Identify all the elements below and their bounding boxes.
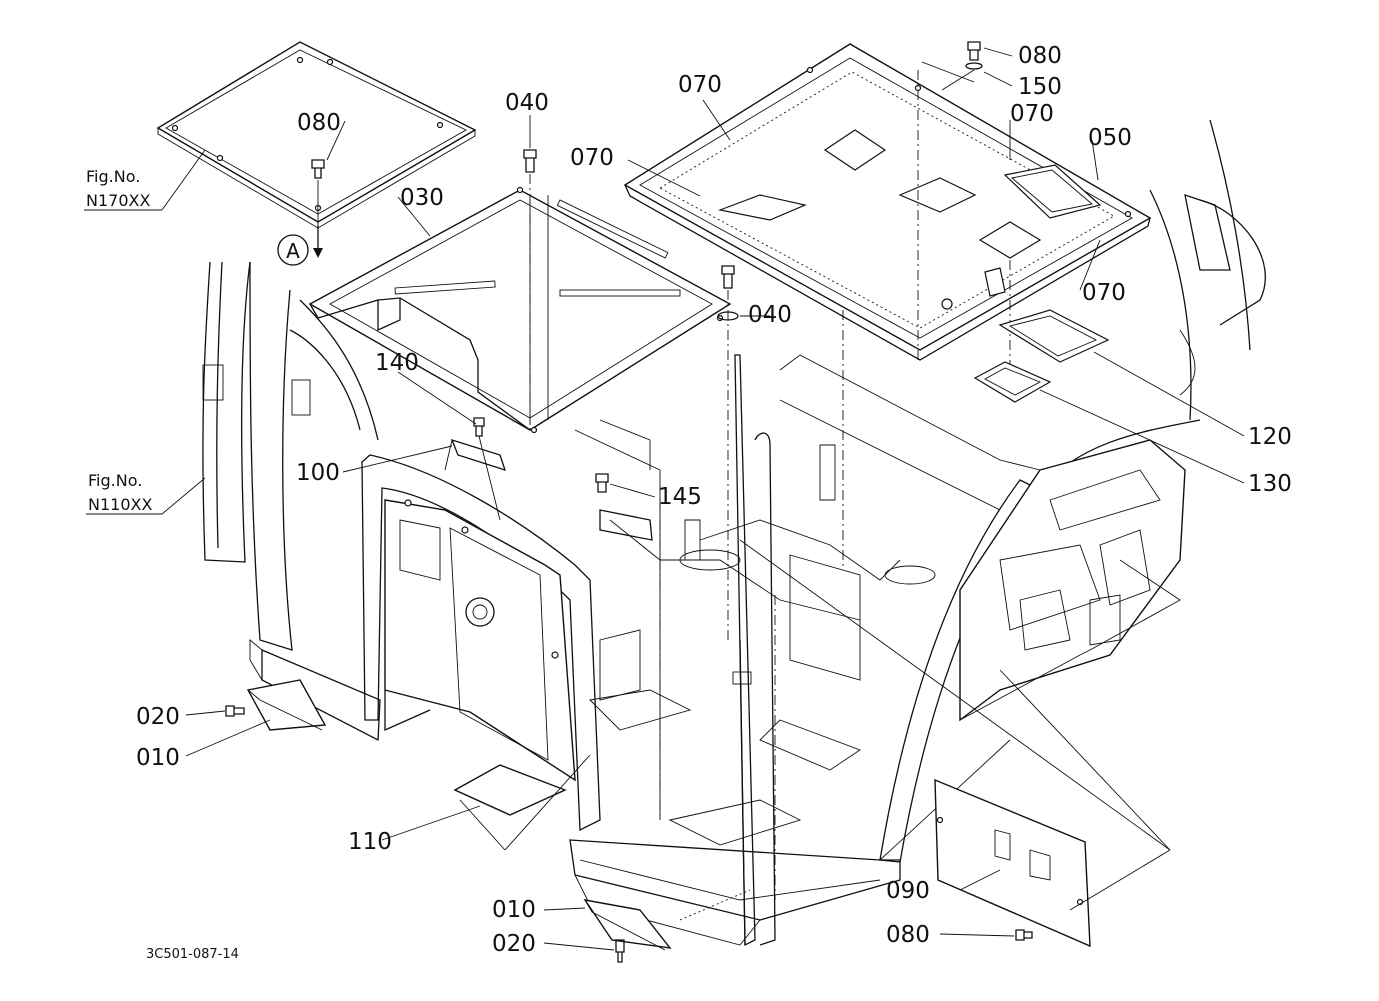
label-050: 050 (1088, 125, 1132, 151)
step-plate-010-bottom (583, 899, 672, 951)
floor-mat-110 (453, 754, 591, 851)
seal-130 (973, 361, 1052, 403)
figure-ref-line2: N110XX (88, 495, 152, 514)
figure-ref-n110xx: Fig.No. N110XX (86, 471, 206, 515)
step-plate-010-left (246, 679, 327, 731)
label-020: 020 (136, 704, 180, 730)
figure-ref-n170xx: Fig.No. N170XX (84, 149, 206, 211)
label-150: 150 (1018, 74, 1062, 100)
bolt-145 (595, 473, 653, 541)
label-145: 145 (658, 484, 702, 510)
label-010: 010 (492, 897, 536, 923)
part-labels: 080 030 040 070 070 080 150 070 050 070 … (136, 43, 1292, 957)
figure-ref-line2: N170XX (86, 191, 150, 210)
label-100: 100 (296, 460, 340, 486)
label-140: 140 (375, 350, 419, 376)
bolt-080-top-right (921, 41, 983, 91)
bolt-040-right (717, 265, 739, 640)
label-130: 130 (1248, 471, 1292, 497)
label-010: 010 (136, 745, 180, 771)
reference-lines (659, 500, 1171, 921)
label-040: 040 (748, 302, 792, 328)
label-070: 070 (1010, 101, 1054, 127)
side-panel-090 (934, 778, 1091, 948)
roof-dashed-reference (917, 70, 1011, 372)
svg-text:A: A (286, 239, 300, 263)
label-070: 070 (1082, 280, 1126, 306)
label-090: 090 (886, 878, 930, 904)
bracket-140 (473, 417, 501, 521)
label-070: 070 (678, 72, 722, 98)
bolt-080-top-left (311, 159, 325, 258)
figure-ref-line1: Fig.No. (88, 471, 142, 490)
leader-lines (185, 47, 1245, 951)
bracket-100 (444, 438, 507, 472)
label-020: 020 (492, 931, 536, 957)
bolt-080-bottom-right (1015, 929, 1033, 941)
cover-030 (308, 186, 732, 434)
label-030: 030 (400, 185, 444, 211)
roof-panel-070 (623, 43, 1152, 361)
label-110: 110 (348, 829, 392, 855)
label-080: 080 (297, 110, 341, 136)
drawing-code: 3C501-087-14 (146, 947, 239, 962)
label-080: 080 (1018, 43, 1062, 69)
cab-frame (202, 119, 1266, 947)
label-080: 080 (886, 922, 930, 948)
bolt-020-left (225, 705, 245, 717)
view-callout-a-left: A (277, 234, 309, 266)
label-040: 040 (505, 90, 549, 116)
label-120: 120 (1248, 424, 1292, 450)
bolt-040-left (523, 149, 537, 430)
bolt-020-bottom (615, 939, 625, 963)
figure-ref-line1: Fig.No. (86, 167, 140, 186)
label-070: 070 (570, 145, 614, 171)
seal-120 (998, 309, 1110, 363)
